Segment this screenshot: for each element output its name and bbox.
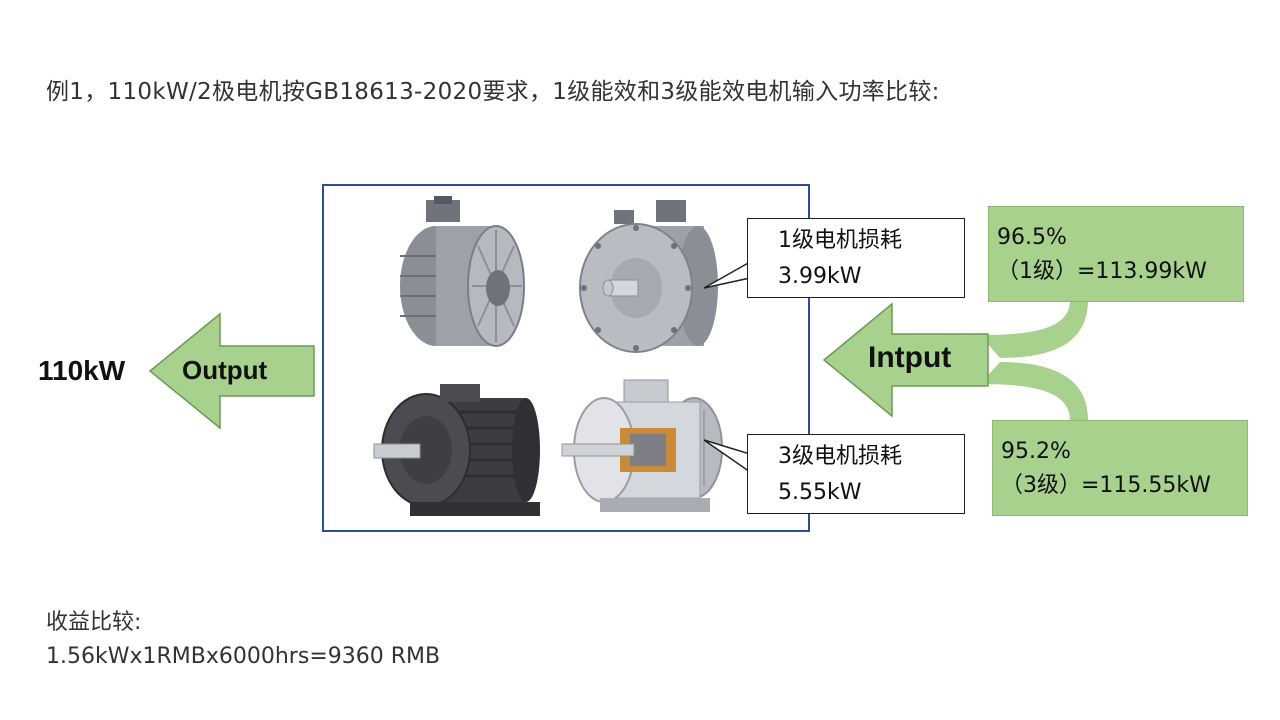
efficiency-ie3-detail: （3级）=115.55kW [1001, 473, 1211, 498]
callout-ie3-loss: 3级电机损耗 5.55kW [747, 434, 965, 514]
callout-pointer-1 [703, 260, 752, 289]
efficiency-box-ie3: 95.2% （3级）=115.55kW [992, 420, 1248, 516]
input-arrow [822, 300, 1088, 420]
benefit-formula: 1.56kWx1RMBx6000hrs=9360 RMB [46, 644, 441, 669]
page-heading: 例1，110kW/2极电机按GB18613-2020要求，1级能效和3级能效电机… [46, 79, 940, 105]
induction-motor-image [373, 384, 540, 516]
efficiency-ie1-pct: 96.5% [997, 225, 1067, 250]
input-arrow-label: Intput [868, 341, 952, 374]
output-arrow [148, 312, 315, 430]
pm-motor-image-1 [400, 196, 525, 347]
callout-ie1-loss: 1级电机损耗 3.99kW [747, 218, 965, 298]
output-arrow-label: Output [182, 355, 268, 385]
callout-ie1-title: 1级电机损耗 [778, 228, 902, 253]
output-power-label: 110kW [38, 355, 126, 386]
efficiency-ie1-detail: （1级）=113.99kW [997, 259, 1207, 284]
callout-ie3-value: 5.55kW [778, 480, 862, 505]
motor-image-frame [322, 184, 810, 532]
callout-ie1-value: 3.99kW [778, 264, 862, 289]
efficiency-box-ie1: 96.5% （1级）=113.99kW [988, 206, 1244, 302]
benefit-comparison-title: 收益比较: [46, 610, 142, 635]
efficiency-ie3-pct: 95.2% [1001, 439, 1071, 464]
callout-ie3-title: 3级电机损耗 [778, 444, 902, 469]
callout-pointer-2 [703, 439, 752, 474]
pm-motor-image-2 [579, 200, 718, 353]
